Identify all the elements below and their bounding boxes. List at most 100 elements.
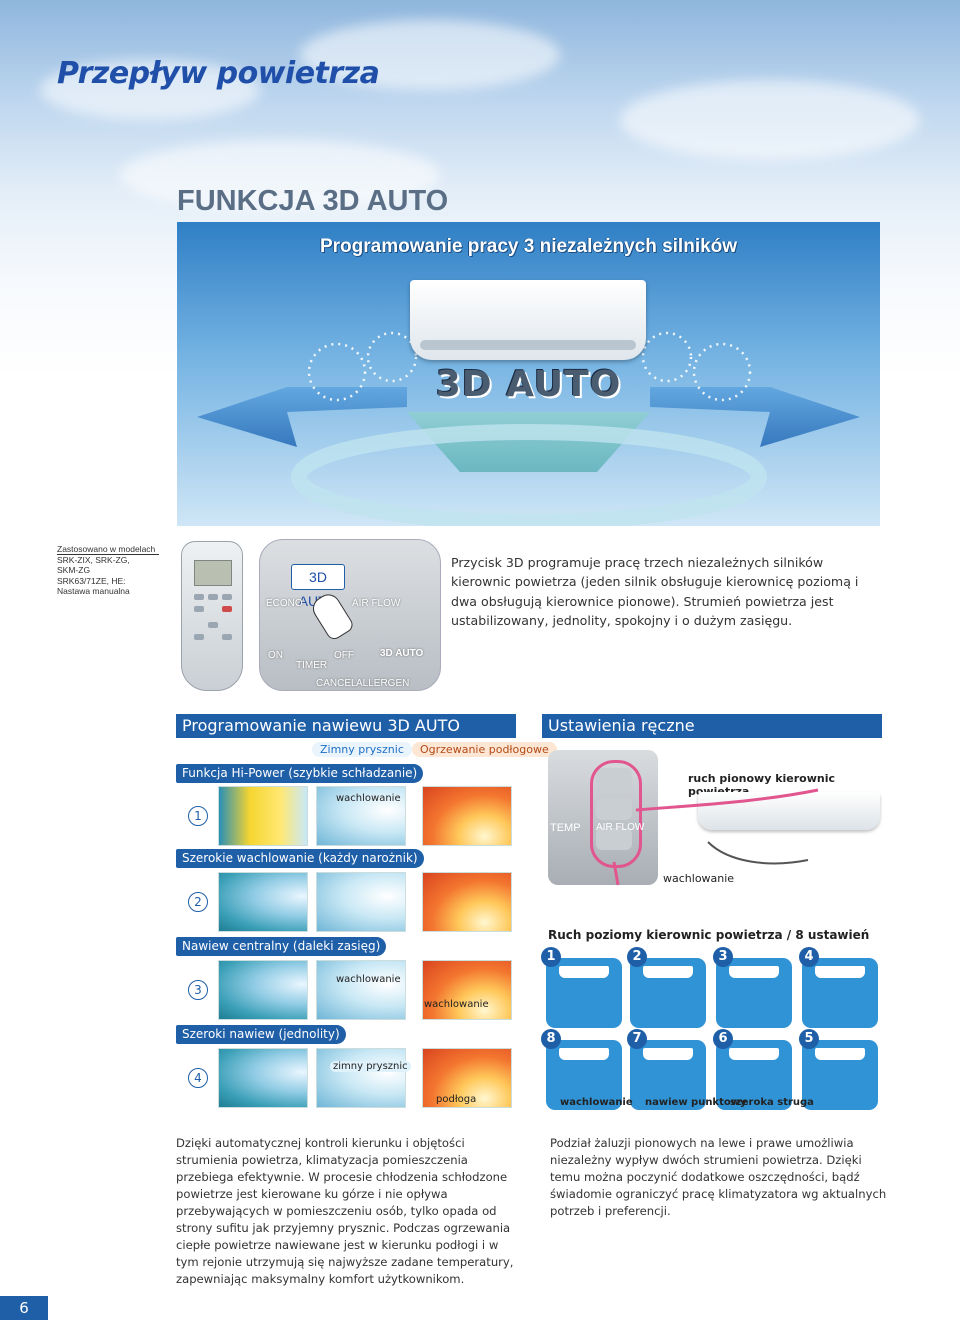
remote-button [194, 594, 204, 600]
horizontal-title: Ruch poziomy kierownic powietrza / 8 ust… [548, 928, 870, 942]
louver-panel-2 [630, 958, 706, 1028]
remote-button [222, 594, 232, 600]
louver-label: nawiew punktowy [645, 1097, 747, 1108]
econo-label: ECONO [266, 598, 303, 609]
swirl [641, 331, 693, 383]
rotation-ring [291, 424, 767, 526]
swirl [366, 331, 418, 383]
models-label: Zastosowano w modelach [57, 544, 160, 555]
louver-panel-7 [630, 1040, 706, 1110]
row-title: Szerokie wachlowanie (każdy narożnik) [176, 849, 424, 868]
tile-label: wachlowanie [336, 974, 401, 985]
models-note: Zastosowano w modelach SRK-ZIX, SRK-ZG, … [57, 544, 160, 597]
remote-zoom-image: 3D AUTO ECONO AIR FLOW ON OFF TIMER 3D A… [259, 539, 441, 691]
cloud [120, 140, 440, 210]
hero-illustration: Programowanie pracy 3 niezależnych silni… [177, 222, 880, 526]
on-label: ON [268, 650, 283, 661]
louver-panel-5 [802, 1040, 878, 1110]
models-line: Nastawa manualna [57, 586, 130, 596]
louver-label: wachlowanie [560, 1097, 633, 1108]
airflow-tile-cool [316, 1048, 406, 1108]
body-text-right: Podział żaluzji pionowych na lewe i praw… [550, 1135, 887, 1218]
cloud [40, 60, 260, 120]
airflow-tile-heat [422, 960, 512, 1020]
section-title: FUNKCJA 3D AUTO [177, 185, 449, 217]
airflow-tile-cool [316, 960, 406, 1020]
off-label: OFF [334, 650, 354, 661]
remote-button [222, 634, 232, 640]
setting-number: 7 [627, 1029, 647, 1049]
setting-number: 5 [799, 1029, 819, 1049]
airflow-tile-wide [218, 872, 308, 932]
airflow-tile-heat [422, 786, 512, 846]
row-title: Funkcja Hi-Power (szybkie schładzanie) [176, 764, 424, 783]
allergen-label: ALLERGEN [356, 678, 410, 689]
cancel-label: CANCEL [316, 678, 357, 689]
program-header: Programowanie nawiewu 3D AUTO [176, 714, 516, 738]
setting-number: 1 [541, 947, 561, 967]
airflow-graphic [197, 331, 860, 526]
tile-label: wachlowanie [336, 793, 401, 804]
remote-button [222, 606, 232, 612]
airflow-tile-heat [422, 872, 512, 932]
louver-panel-3 [716, 958, 792, 1028]
hero-badge: 3D AUTO [435, 364, 622, 405]
swirl [307, 342, 367, 402]
timer-label: TIMER [296, 660, 328, 671]
page-number: 6 [0, 1296, 48, 1320]
row-title: Nawiew centralny (daleki zasięg) [176, 937, 387, 956]
airflow-tile-cool [316, 872, 406, 932]
row-number: 2 [188, 892, 208, 912]
hero-subtitle: Programowanie pracy 3 niezależnych silni… [319, 236, 738, 257]
cloud [620, 80, 920, 160]
manual-settings-image: TEMP AIR FLOW ruch pionowy kierownic pow… [548, 750, 882, 890]
airflow-tile-wide-uniform [218, 1048, 308, 1108]
left-arrow [197, 387, 407, 447]
chip-floor-heating: Ogrzewanie podłogowe [412, 742, 557, 757]
tile-label: podłoga [436, 1094, 477, 1105]
3d-auto-small-label: 3D AUTO [380, 648, 424, 659]
temp-label: TEMP [550, 822, 581, 834]
row-number: 1 [188, 806, 208, 826]
right-arrow [650, 387, 860, 447]
row-number: 4 [188, 1068, 208, 1088]
row-number: 3 [188, 980, 208, 1000]
setting-number: 2 [627, 947, 647, 967]
louver-panel-1 [546, 958, 622, 1028]
remote-screen [194, 560, 232, 586]
airflow-tile-heat [422, 1048, 512, 1108]
air-flow-label: AIR FLOW [596, 822, 645, 833]
body-text-left: Dzięki automatycznej kontroli kierunku i… [176, 1135, 514, 1286]
remote-button [194, 606, 204, 612]
setting-number: 3 [713, 947, 733, 967]
airflow-tile-cool [316, 786, 406, 846]
remote-button [596, 798, 632, 820]
ac-vent [420, 340, 636, 350]
louver-panel-8 [546, 1040, 622, 1110]
setting-number: 6 [713, 1029, 733, 1049]
ac-unit-image [698, 792, 880, 830]
chip-cool-shower: Zimny prysznic [312, 742, 412, 757]
setting-number: 4 [799, 947, 819, 967]
remote-button [208, 594, 218, 600]
models-line: SRK-ZIX, SRK-ZG, [57, 554, 130, 565]
pink-arrow [612, 788, 819, 886]
louver-panel-6 [716, 1040, 792, 1110]
remote-button [194, 634, 204, 640]
models-line: SRK63/71ZE, HE: [57, 575, 126, 586]
setting-number: 8 [541, 1029, 561, 1049]
row-title: Szeroki nawiew (jednolity) [176, 1025, 346, 1044]
louver-panel-4 [802, 958, 878, 1028]
remote-closeup: TEMP AIR FLOW [548, 750, 658, 885]
louver-label: szeroka struga [730, 1097, 814, 1108]
ac-indoor-unit [410, 280, 646, 360]
airflow-tile-central [218, 960, 308, 1020]
models-line: SKM-ZG [57, 565, 91, 575]
3d-auto-label: 3D AUTO [291, 564, 345, 609]
tile-label: zimny prysznic [330, 1061, 411, 1072]
airflow-tile-hipower [218, 786, 308, 846]
swing-label: wachlowanie [663, 872, 735, 885]
cloud [300, 20, 560, 90]
remote-button [208, 622, 218, 628]
air-flow-label: AIR FLOW [352, 598, 401, 609]
